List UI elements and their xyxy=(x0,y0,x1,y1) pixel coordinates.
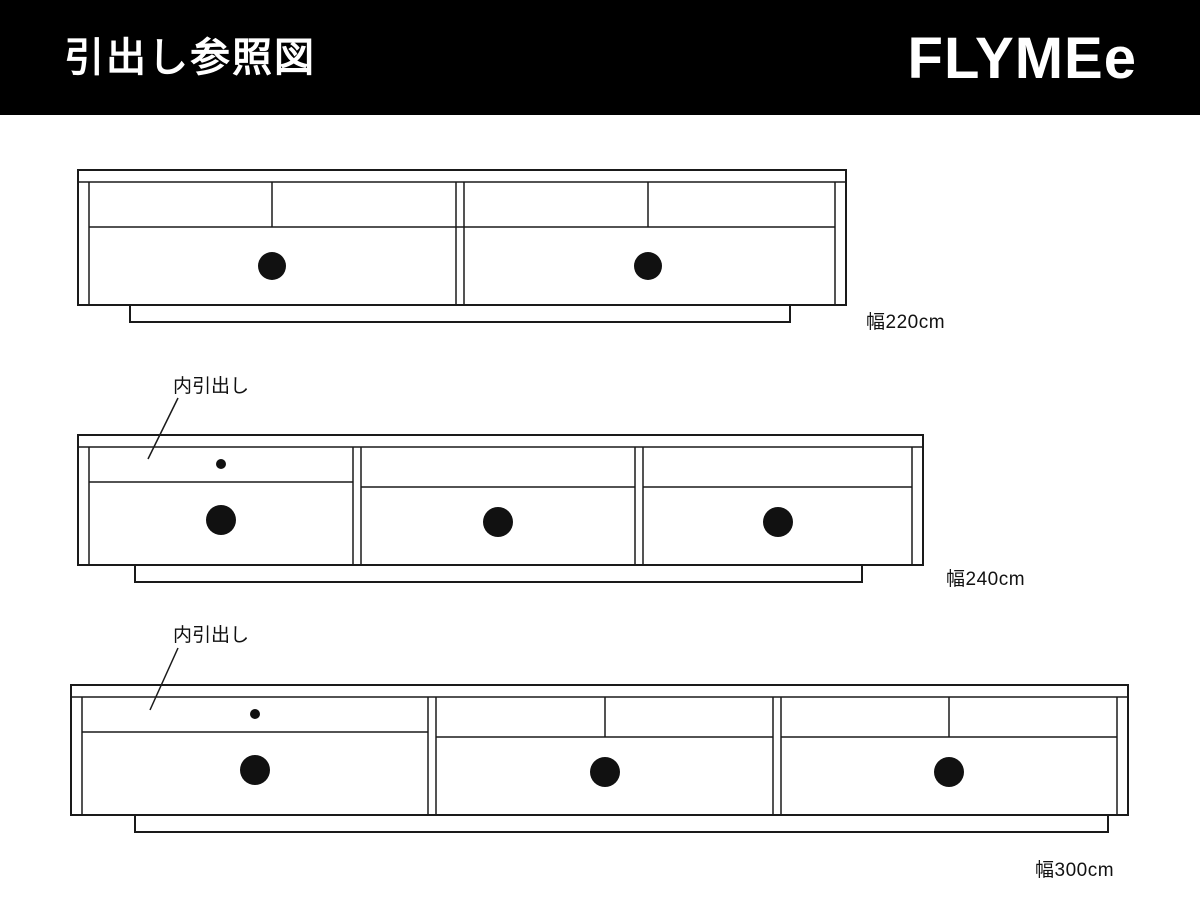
annotation-leader-line xyxy=(147,397,179,460)
cabinet-diagram-300 xyxy=(68,620,1133,845)
inner-drawer-annotation: 内引出し xyxy=(173,625,250,646)
page-title: 引出し参照図 xyxy=(64,36,316,80)
cabinet-base xyxy=(129,304,791,323)
drawer-knob xyxy=(763,507,793,537)
drawer-knob xyxy=(934,757,964,787)
inner-drawer-knob xyxy=(250,709,260,719)
cabinet-body xyxy=(77,169,847,306)
drawer-knob xyxy=(590,757,620,787)
inner-drawer-annotation: 内引出し xyxy=(173,376,250,397)
cabinet-diagram-220 xyxy=(75,165,855,330)
cabinet-body xyxy=(70,684,1129,816)
drawer-knob xyxy=(634,252,662,280)
brand-logo: FLYMEe xyxy=(907,26,1137,91)
drawer-knob xyxy=(206,505,236,535)
drawer-knob xyxy=(483,507,513,537)
width-label-240: 幅240cm xyxy=(946,569,1026,590)
width-label-220: 幅220cm xyxy=(866,312,946,333)
width-label-300: 幅300cm xyxy=(1035,860,1115,881)
cabinet-drawing-240 xyxy=(77,397,924,583)
cabinet-body xyxy=(77,434,924,566)
cabinet-drawing-220 xyxy=(77,169,847,323)
drawer-knob xyxy=(258,252,286,280)
header-bar: 引出し参照図 FLYMEe xyxy=(0,0,1200,115)
inner-drawer-knob xyxy=(216,459,226,469)
cabinet-diagram-240 xyxy=(75,370,945,595)
cabinet-base xyxy=(134,564,863,583)
annotation-leader-line xyxy=(149,647,179,711)
drawer-knob xyxy=(240,755,270,785)
cabinet-drawing-300 xyxy=(70,647,1129,833)
cabinet-base xyxy=(134,814,1109,833)
